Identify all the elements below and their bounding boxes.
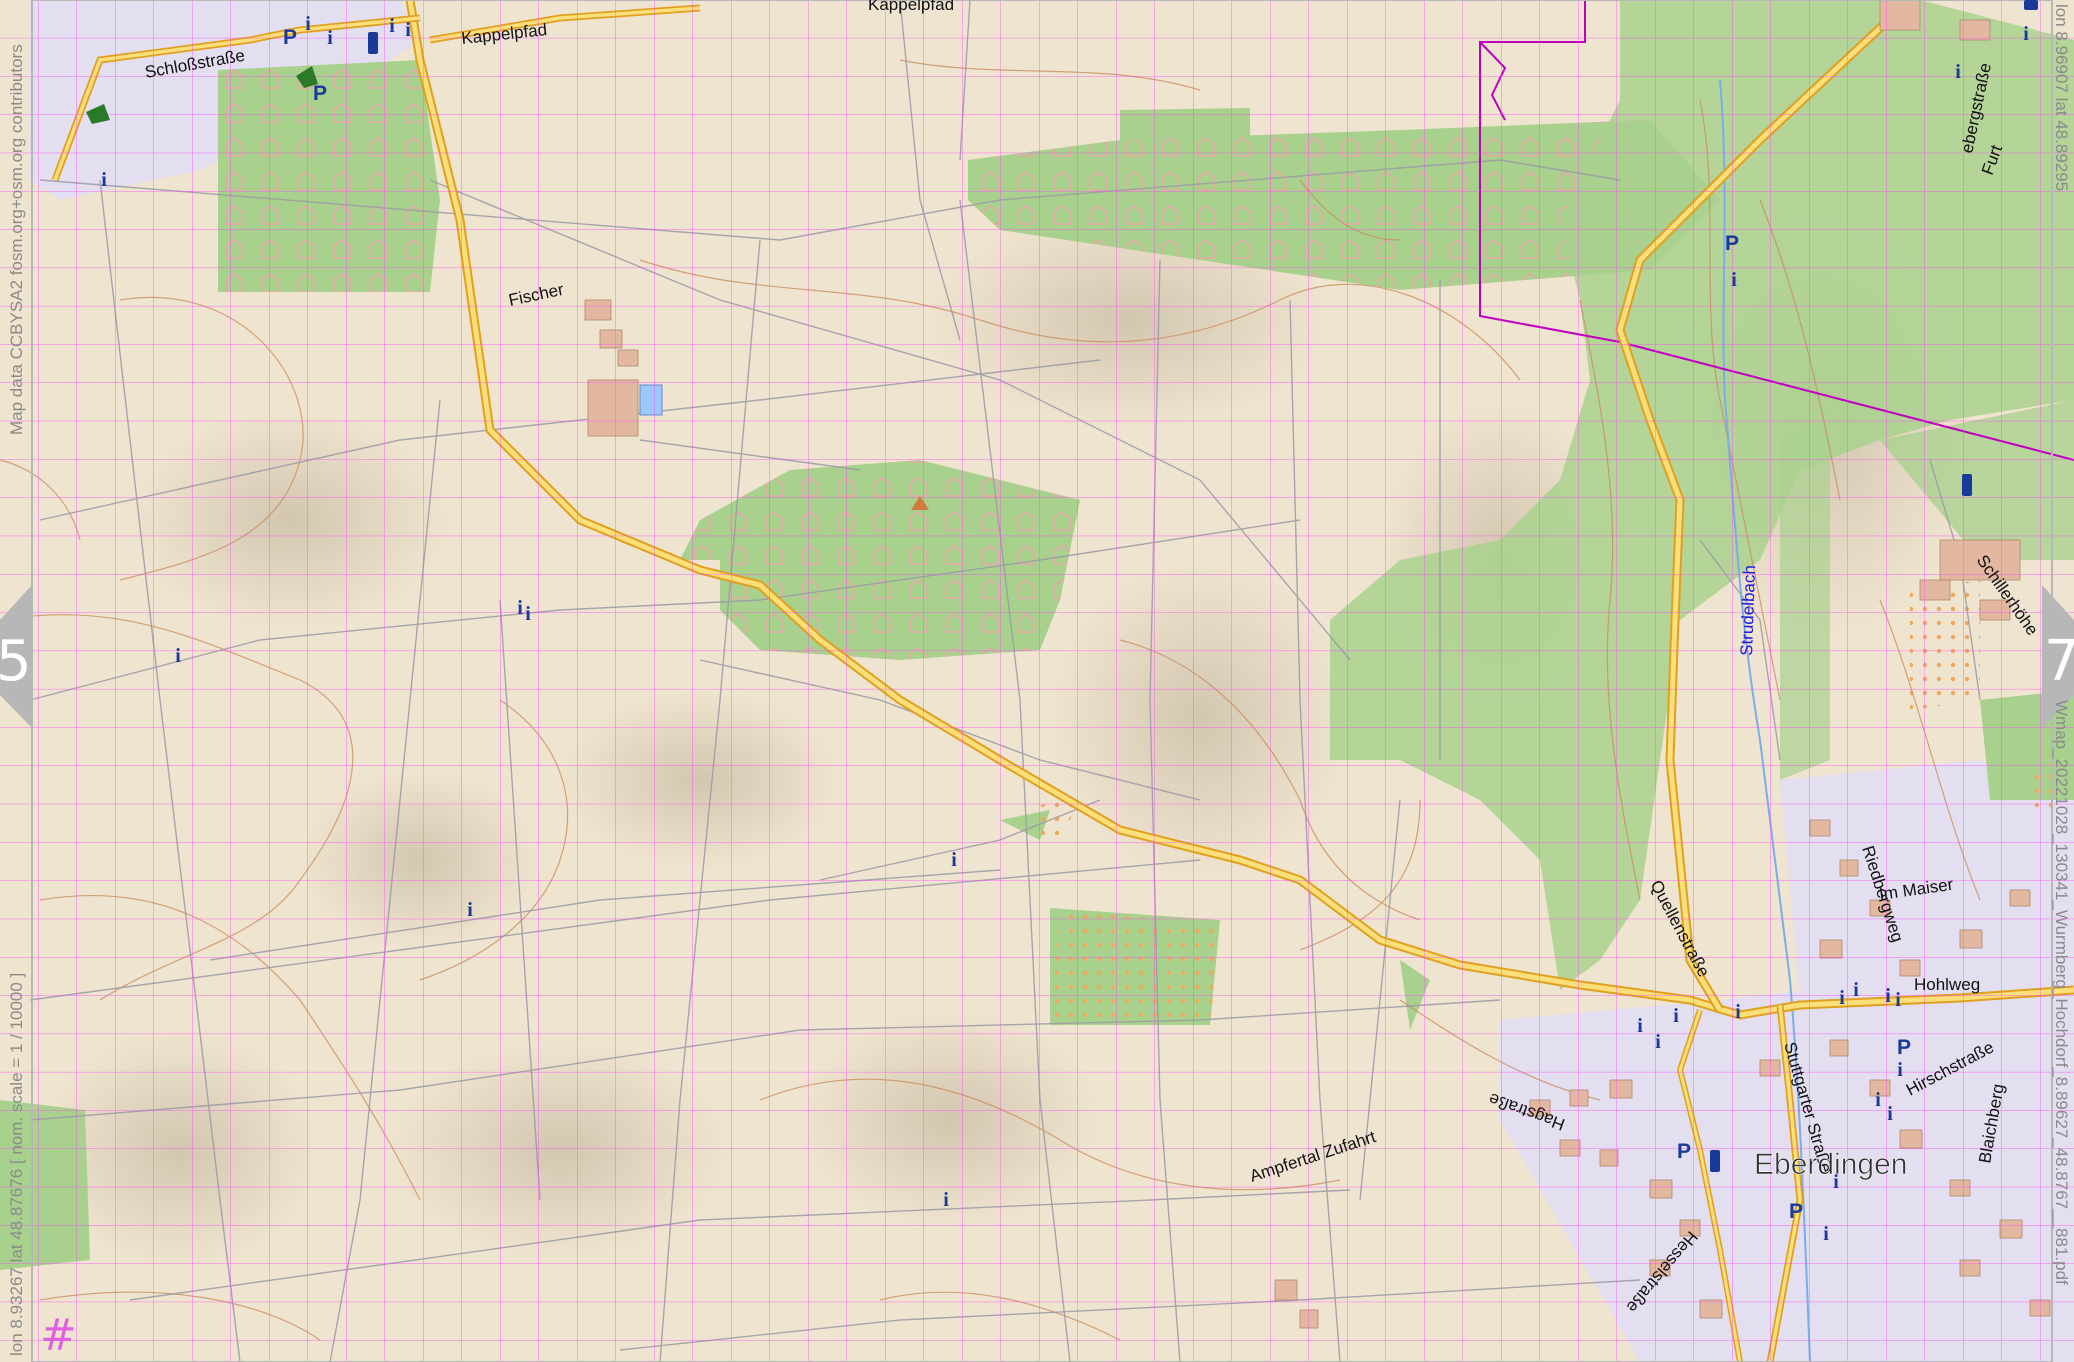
info-icon: i (1887, 1103, 1893, 1125)
parking-icon: P (313, 82, 327, 105)
prev-page-number[interactable]: 5 (0, 629, 32, 694)
shelter-icon (1962, 474, 1972, 496)
parking-icon: P (1677, 1140, 1691, 1163)
playground-icon (86, 104, 110, 124)
info-icon: i (305, 13, 311, 35)
playground-icon (296, 66, 318, 88)
parking-icon: P (283, 26, 297, 49)
coordinates-bottom-left: lon 8.93267 lat 48.87676 [ nom. scale = … (7, 973, 26, 1356)
prev-page-nav[interactable]: 5 (0, 585, 32, 728)
info-icon: i (101, 169, 107, 191)
parking-icon: P (1897, 1036, 1911, 1059)
filename-text: Wmap_20221028_130341_Wurmberg_Hochdorf_8… (2052, 700, 2071, 1285)
info-icon: i (1853, 979, 1859, 1001)
shelter-icon (368, 32, 378, 54)
info-icon: i (1897, 1059, 1903, 1081)
info-icon: i (389, 15, 395, 37)
info-icon: i (1895, 989, 1901, 1011)
info-icon: i (467, 899, 473, 921)
info-icon: i (175, 645, 181, 667)
info-icon: i (1655, 1031, 1661, 1053)
attribution-text: Map data CCBYSA2 fosm.org+osm.org contri… (7, 44, 26, 435)
shelter-icon (1710, 1150, 1720, 1172)
street-label-kappelpfad-top: Kappelpfad (868, 0, 954, 14)
info-icon: i (1823, 1223, 1829, 1245)
next-page-number[interactable]: 7 (2044, 629, 2074, 694)
info-icon: i (1885, 985, 1891, 1007)
info-icon: i (1839, 987, 1845, 1009)
peak-icon (911, 496, 929, 510)
info-icon: i (1637, 1015, 1643, 1037)
parking-icon: P (1789, 1200, 1803, 1223)
info-icon: i (1735, 1001, 1741, 1023)
info-icon: i (1673, 1005, 1679, 1027)
info-icon: i (327, 27, 333, 49)
place-label-eberdingen: Eberdingen (1754, 1148, 1907, 1181)
prev-page-arrow-icon[interactable] (0, 585, 32, 728)
info-icon: i (525, 603, 531, 625)
info-icon: i (943, 1189, 949, 1211)
info-icon: i (1875, 1089, 1881, 1111)
coordinates-top-right: lon 8.96907 lat 48.89295 (2052, 4, 2071, 191)
street-label-hohlweg: Hohlweg (1914, 975, 1980, 994)
shelter-icon (2024, 0, 2038, 10)
poi-parking-markers: P P P P P P (283, 26, 1911, 1223)
water-label-strudelbach: Strudelbach (1737, 565, 1759, 656)
info-icon: i (1955, 61, 1961, 83)
poi-shelter-markers (368, 0, 2038, 1172)
recreation-markers (86, 66, 318, 124)
poi-info-markers: i i i i i i i i i i i i i i i i i i i i … (101, 13, 2029, 1245)
next-page-arrow-icon[interactable] (2042, 585, 2074, 728)
info-icon: i (1731, 269, 1737, 291)
info-icon: i (405, 19, 411, 41)
next-page-nav[interactable]: 7 (2042, 585, 2074, 728)
corner-hash-mark: # (40, 1310, 77, 1361)
info-icon: i (2023, 23, 2029, 45)
info-icon: i (951, 849, 957, 871)
info-icon: i (1833, 1171, 1839, 1193)
info-icon: i (517, 597, 523, 619)
parking-icon: P (1725, 232, 1739, 255)
